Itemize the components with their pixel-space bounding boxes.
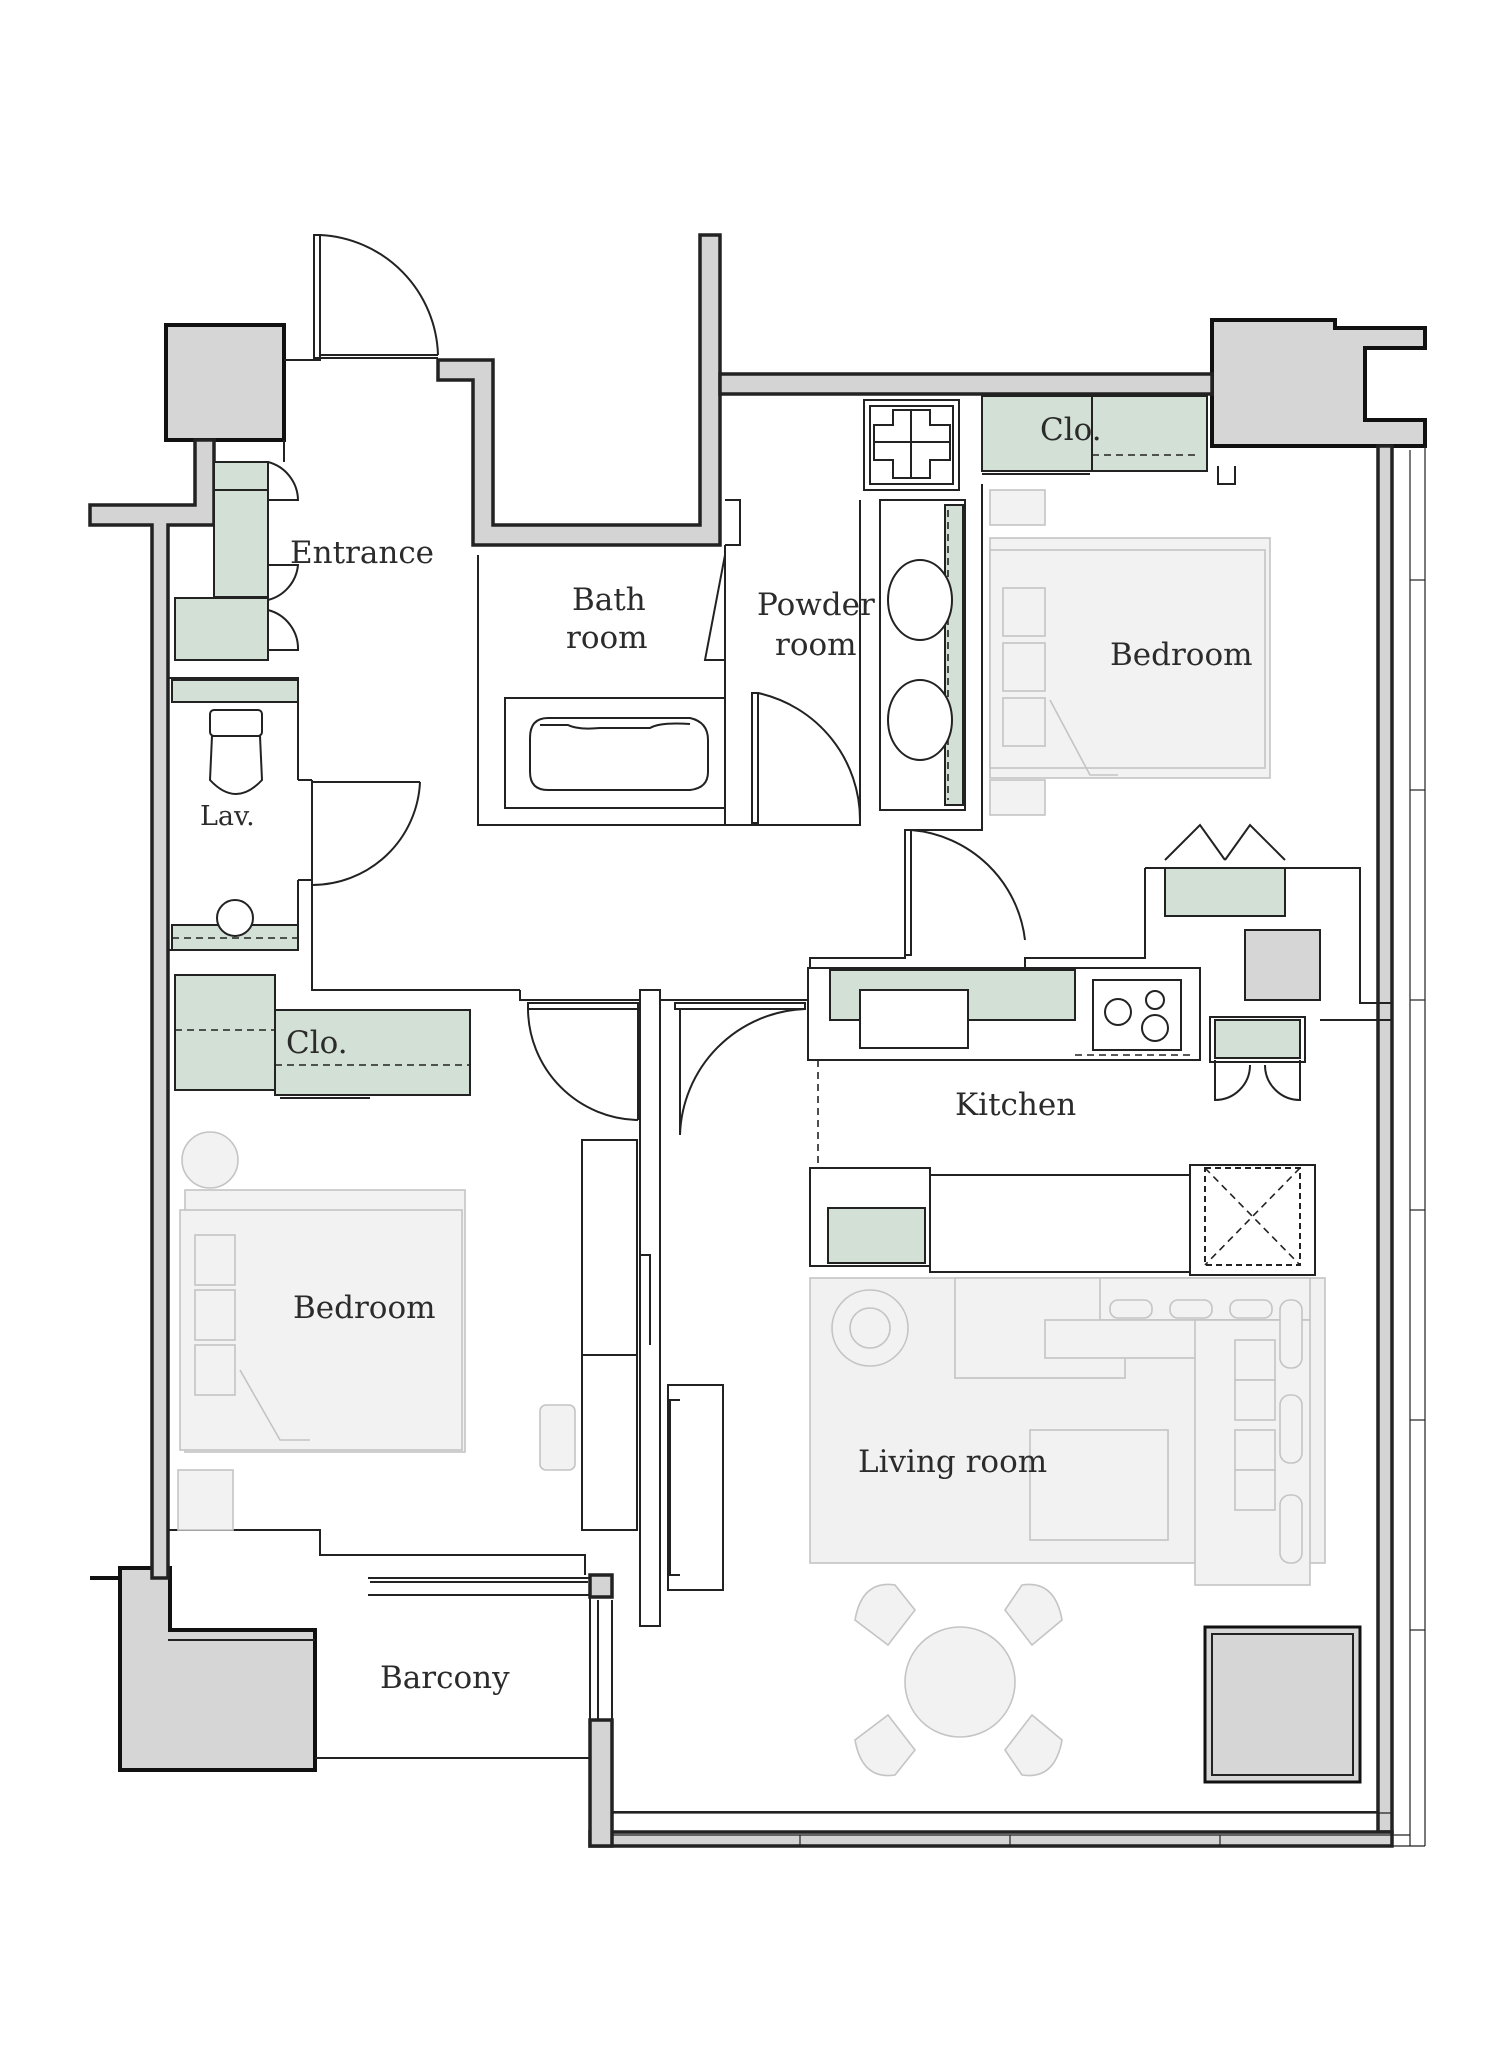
desk-left — [539, 1139, 651, 1531]
bedroom-closet-doors[interactable] — [1164, 823, 1286, 861]
storage — [171, 395, 1321, 1276]
label-lavatory: Lav. — [200, 801, 255, 832]
washing-machine — [863, 399, 960, 491]
label-balcony: Barcony — [380, 1660, 510, 1696]
dining-set — [854, 1583, 1063, 1777]
room-labels: Entrance Bath room Powder room Clo. Bedr… — [200, 412, 1253, 1696]
doors[interactable] — [267, 234, 1301, 1136]
label-powder-room-line2: room — [775, 627, 857, 663]
label-entrance: Entrance — [290, 535, 434, 571]
kitchen-sink — [859, 989, 969, 1049]
column-living — [1203, 1625, 1362, 1784]
label-bath-room-line1: Bath — [572, 582, 646, 618]
island-storage — [827, 1207, 926, 1264]
wall-balcony-right — [588, 1718, 614, 1848]
living-sofa — [809, 1277, 1326, 1586]
bedroom-left-door[interactable] — [525, 1000, 639, 1121]
wall-left-exterior — [88, 438, 216, 1580]
closet-top — [981, 395, 1208, 472]
column-top-right — [1210, 318, 1427, 448]
toilet — [208, 709, 264, 795]
label-living-room: Living room — [858, 1444, 1047, 1480]
label-bedroom-top: Bedroom — [1110, 637, 1253, 673]
wall-right-exterior — [1376, 444, 1394, 1834]
label-bedroom-left: Bedroom — [293, 1290, 436, 1326]
living-door[interactable] — [674, 1002, 806, 1136]
lavatory-door[interactable] — [311, 781, 421, 887]
label-kitchen: Kitchen — [955, 1087, 1076, 1123]
lav-basin — [216, 899, 254, 937]
bed-left — [177, 1131, 466, 1531]
shoe-closet-doors[interactable] — [267, 461, 300, 651]
entrance-door[interactable] — [313, 234, 439, 361]
window-glazing — [612, 446, 1426, 1847]
refrigerator — [1244, 929, 1321, 1001]
wall-bottom-exterior — [588, 1830, 1394, 1848]
kitchen-cabinet — [1214, 1019, 1301, 1059]
cabinet-bedroom — [1164, 867, 1286, 917]
shoe-closet-lower — [174, 597, 269, 661]
vanity-basin-2 — [887, 679, 953, 761]
vanity-basin-1 — [887, 559, 953, 641]
bedroom-top-door[interactable] — [904, 829, 1026, 956]
furniture — [177, 489, 1326, 1777]
kitchen-island — [929, 1174, 1191, 1273]
island-end — [1189, 1164, 1316, 1276]
lav-shelf — [171, 679, 299, 703]
kitchen-cabinet-doors[interactable] — [1214, 1060, 1301, 1102]
powder-room-door[interactable] — [751, 692, 861, 824]
label-closet-left: Clo. — [286, 1025, 348, 1061]
bathtub — [504, 697, 726, 809]
wall-balcony-corner — [588, 1573, 614, 1599]
wall-top — [718, 372, 1214, 396]
wall-entrance-corridor — [436, 233, 722, 547]
column-top-left — [164, 323, 286, 442]
bed-top — [989, 489, 1271, 816]
tv-unit — [667, 1384, 724, 1591]
label-closet-top: Clo. — [1040, 412, 1102, 448]
cooktop — [1092, 979, 1182, 1051]
fixtures — [208, 399, 1362, 1784]
label-bath-room-line2: room — [566, 620, 648, 656]
label-powder-room-line1: Powder — [757, 587, 875, 623]
shoe-closet-upper-inner — [213, 489, 269, 598]
column-bottom-left — [90, 1566, 317, 1772]
bath-door[interactable] — [703, 554, 726, 661]
